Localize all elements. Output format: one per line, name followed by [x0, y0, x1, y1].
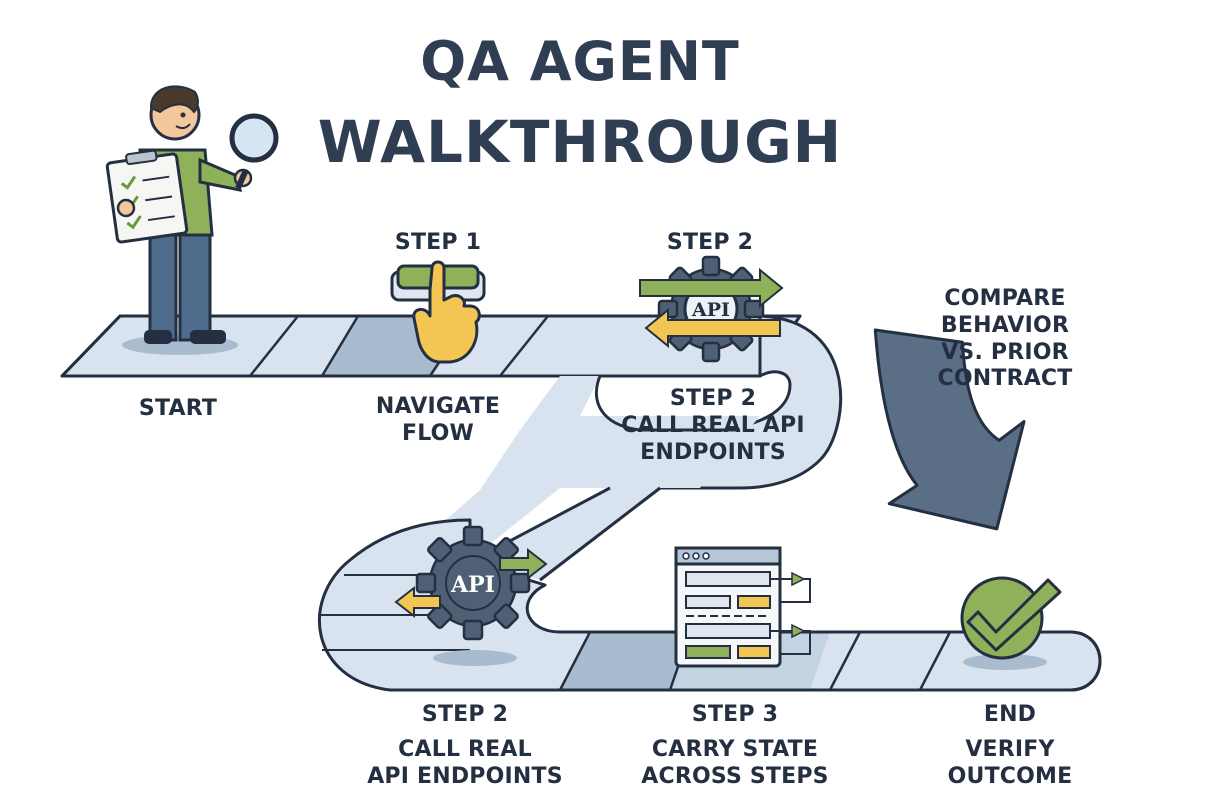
step2-top-heading: STEP 2: [666, 230, 754, 255]
step1-heading: STEP 1: [394, 230, 482, 255]
compare-caption: COMPARE BEHAVIOR VS. PRIOR CONTRACT: [920, 286, 1090, 393]
step3-caption: STEP 3 CARRY STATE ACROSS STEPS: [630, 702, 840, 790]
compare-line1: COMPARE: [944, 286, 1066, 311]
clipboard-checklist-icon: [105, 149, 189, 244]
step2-mid-line1: CALL REAL API: [621, 412, 805, 438]
api-gear-icon-bottom: [415, 525, 531, 641]
step2-bottom-line2: API ENDPOINTS: [367, 763, 563, 789]
api-arrows-icon-top: [639, 267, 784, 349]
end-caption: END VERIFY OUTCOME: [925, 702, 1095, 790]
step2-bottom-caption: STEP 2 CALL REAL API ENDPOINTS: [360, 702, 570, 790]
end-line2: OUTCOME: [947, 763, 1073, 789]
check-badge-icon: [960, 576, 1062, 670]
compare-line4: CONTRACT: [937, 366, 1073, 392]
end-heading: END: [983, 702, 1037, 727]
step3-heading: STEP 3: [691, 702, 779, 727]
press-button-icon: [390, 260, 486, 364]
step2-bottom-heading: STEP 2: [421, 702, 509, 727]
title-line-2: WALKTHROUGH: [317, 108, 843, 176]
step1-caption-line2: FLOW: [401, 420, 475, 446]
qa-agent-character-icon: [105, 85, 279, 355]
browser-state-window-icon: [674, 546, 811, 668]
title-line-1: QA AGENT: [420, 30, 740, 93]
api-label-bottom: API: [450, 572, 495, 598]
start-label: START: [138, 396, 218, 421]
step1-caption: NAVIGATE FLOW: [348, 394, 528, 448]
step3-line1: CARRY STATE: [651, 736, 819, 762]
magnifier-icon: [229, 113, 279, 190]
api-arrows-icon-bottom: [394, 547, 548, 619]
api-label-top: API: [691, 299, 730, 321]
compare-arrow-icon: [873, 328, 1026, 531]
walkthrough-path: [60, 314, 1102, 692]
step2-mid-caption: STEP 2 CALL REAL API ENDPOINTS: [608, 386, 818, 466]
compare-line2: BEHAVIOR: [940, 312, 1070, 338]
step3-line2: ACROSS STEPS: [641, 763, 829, 789]
step1-caption-line1: NAVIGATE: [375, 394, 501, 419]
step2-mid-line2: ENDPOINTS: [640, 439, 786, 465]
compare-line3: VS. PRIOR: [941, 339, 1069, 365]
step2-bottom-line1: CALL REAL: [398, 736, 532, 762]
step2-mid-heading: STEP 2: [669, 386, 757, 411]
gear-shadow: [433, 650, 517, 666]
end-line1: VERIFY: [965, 736, 1055, 762]
